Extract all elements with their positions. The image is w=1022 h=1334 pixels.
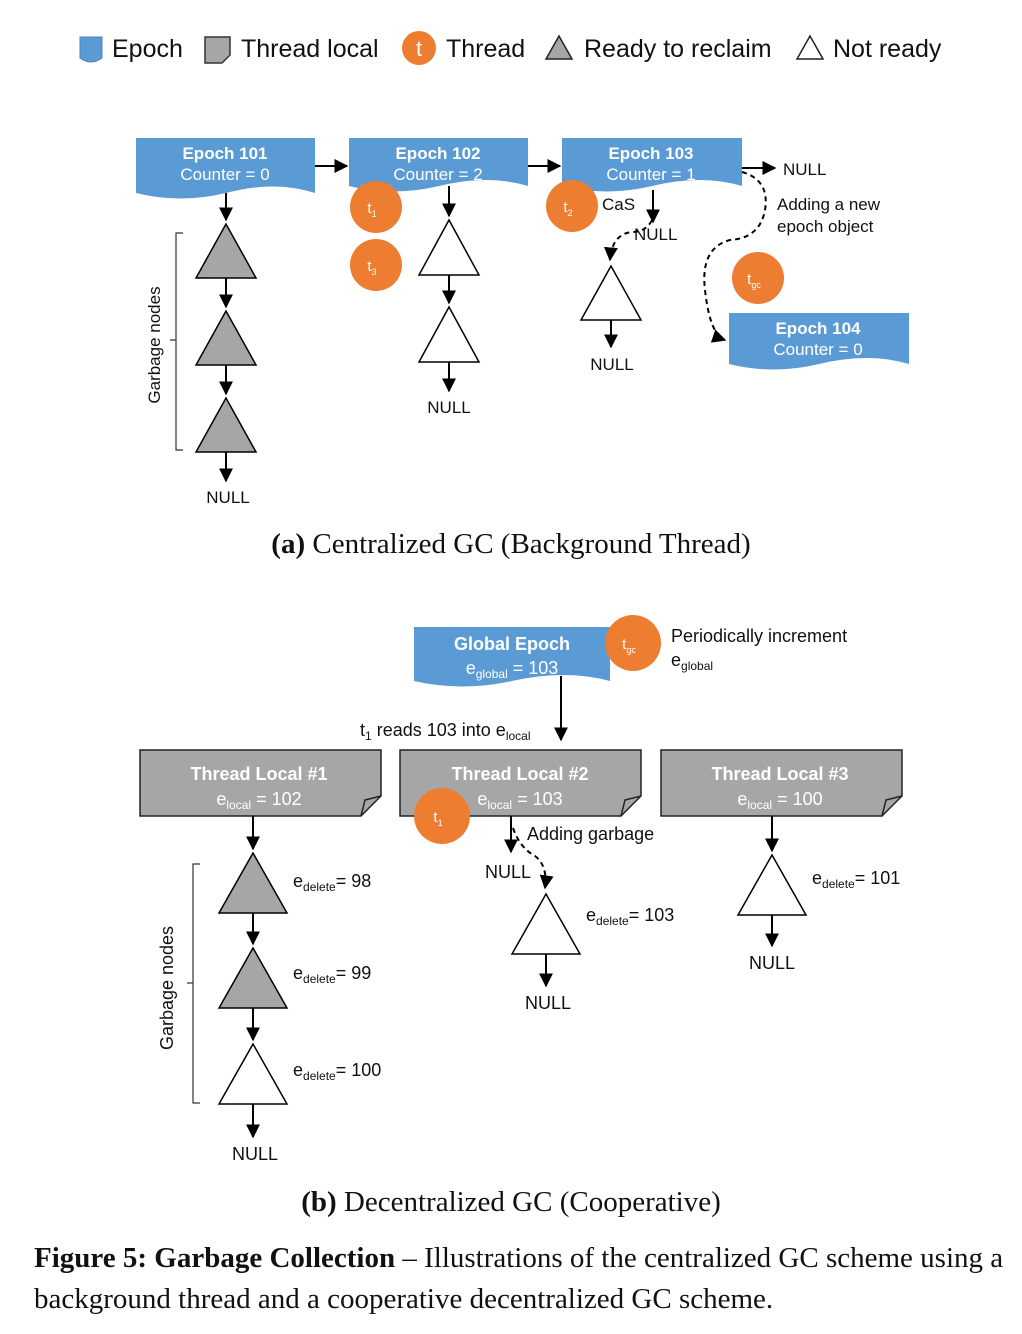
caption-a: (a) Centralized GC (Background Thread) — [271, 528, 751, 560]
svg-text:Counter = 0: Counter = 0 — [773, 340, 862, 359]
svg-text:tgc: tgc — [622, 636, 636, 655]
not-ready-node — [417, 305, 481, 363]
thread-t1: t1 — [350, 181, 402, 233]
epoch-102-null: NULL — [427, 398, 470, 417]
epoch-links — [315, 159, 777, 175]
garbage-node — [194, 396, 258, 453]
legend-not-ready-label: Not ready — [833, 35, 942, 63]
local-1-null: NULL — [232, 1144, 278, 1164]
svg-text:Thread Local #1: Thread Local #1 — [190, 764, 327, 784]
legend-thread-local-label: Thread local — [241, 35, 379, 63]
reads-label: t1 reads 103 into elocal — [360, 720, 531, 743]
edelete-101: edelete= 101 — [812, 868, 900, 891]
legend-thread-label: Thread — [446, 35, 525, 63]
legend-epoch-label: Epoch — [112, 35, 183, 63]
thread-t3: t3 — [350, 239, 402, 291]
legend-thread-icon — [402, 31, 436, 65]
svg-text:Global Epoch: Global Epoch — [454, 634, 570, 654]
not-ready-node — [736, 853, 808, 916]
panel-b: Global Epoch eglobal = 103 tgc Periodica… — [139, 615, 903, 1164]
svg-text:t1: t1 — [433, 809, 442, 828]
svg-text:tgc: tgc — [747, 271, 761, 290]
adding-epoch-label-2: epoch object — [777, 217, 874, 236]
caption-b: (b) Decentralized GC (Cooperative) — [301, 1186, 721, 1218]
legend-not-ready-icon — [795, 34, 825, 60]
svg-text:Epoch 101: Epoch 101 — [182, 144, 267, 163]
garbage-nodes-bracket-b — [187, 863, 200, 1104]
legend-thread-local-icon — [204, 36, 231, 64]
svg-text:t2: t2 — [563, 199, 572, 218]
legend-thread-symbol: t — [416, 36, 422, 61]
edelete-99: edelete= 99 — [293, 963, 371, 986]
epoch-103-old-null: NULL — [634, 225, 677, 244]
thread-local-1-chain — [217, 816, 289, 1139]
svg-text:t3: t3 — [367, 258, 376, 277]
svg-text:Counter = 0: Counter = 0 — [180, 165, 269, 184]
thread-t1-b: t1 — [414, 788, 470, 844]
epoch-102-chain — [417, 186, 481, 393]
svg-text:Epoch 103: Epoch 103 — [608, 144, 693, 163]
adding-epoch-label-1: Adding a new — [777, 195, 881, 214]
garbage-nodes-bracket — [170, 232, 183, 451]
periodic-label-2: eglobal — [671, 650, 713, 673]
adding-garbage-label: Adding garbage — [527, 824, 654, 844]
svg-text:Thread Local #3: Thread Local #3 — [711, 764, 848, 784]
epoch-101-null: NULL — [206, 488, 249, 507]
thread-t2: t2 — [546, 180, 598, 232]
edelete-98: edelete= 98 — [293, 871, 371, 894]
thread-tgc: tgc — [732, 252, 784, 304]
epoch-103-null: NULL — [590, 355, 633, 374]
epoch-104-box: Epoch 104 Counter = 0 — [729, 313, 909, 370]
garbage-nodes-label-b: Garbage nodes — [157, 926, 177, 1050]
local-2-null: NULL — [525, 993, 571, 1013]
legend-ready-label: Ready to reclaim — [584, 35, 772, 63]
figure-caption: Figure 5: Garbage Collection – Illustrat… — [34, 1242, 1004, 1315]
adding-garbage-dashed-arrow — [512, 827, 554, 890]
epoch-101-garbage-chain — [194, 193, 258, 483]
cas-label: CaS — [602, 195, 635, 214]
panel-a: Epoch 101 Counter = 0 Epoch 102 Counter … — [136, 138, 909, 507]
svg-text:elocal = 100: elocal = 100 — [737, 789, 822, 812]
garbage-node — [194, 222, 258, 279]
svg-text:Thread Local #2: Thread Local #2 — [451, 764, 588, 784]
svg-text:eglobal = 103: eglobal = 103 — [466, 658, 559, 681]
not-ready-node — [217, 1042, 289, 1105]
epoch-chain-null: NULL — [783, 160, 826, 179]
svg-text:Counter = 2: Counter = 2 — [393, 165, 482, 184]
global-epoch-box: Global Epoch eglobal = 103 — [414, 627, 610, 687]
garbage-node — [217, 946, 289, 1009]
garbage-nodes-label: Garbage nodes — [145, 286, 164, 403]
legend-epoch-icon — [79, 36, 103, 63]
edelete-100: edelete= 100 — [293, 1060, 381, 1083]
thread-local-1-box: Thread Local #1 elocal = 102 — [139, 749, 382, 817]
thread-local-3-box: Thread Local #3 elocal = 100 — [660, 749, 903, 817]
not-ready-node — [579, 264, 643, 321]
legend: Epoch Thread local t Thread Ready to rec… — [79, 31, 942, 65]
cas-dashed-arrow — [603, 211, 656, 262]
epoch-102-box: Epoch 102 Counter = 2 — [349, 138, 528, 192]
epoch-101-box: Epoch 101 Counter = 0 — [136, 138, 315, 199]
periodic-label-1: Periodically increment — [671, 626, 847, 646]
svg-text:elocal = 102: elocal = 102 — [216, 789, 301, 812]
not-ready-node — [417, 218, 481, 276]
adding-epoch-dashed-arrow — [703, 171, 767, 343]
not-ready-node — [510, 892, 582, 955]
svg-text:Epoch 102: Epoch 102 — [395, 144, 480, 163]
edelete-103: edelete= 103 — [586, 905, 674, 928]
svg-text:Counter = 1: Counter = 1 — [606, 165, 695, 184]
garbage-node — [217, 851, 289, 914]
legend-ready-icon — [544, 34, 574, 60]
svg-text:elocal = 103: elocal = 103 — [477, 789, 562, 812]
local-3-null: NULL — [749, 953, 795, 973]
garbage-node — [194, 309, 258, 366]
local-2-old-null: NULL — [485, 862, 531, 882]
epoch-103-box: Epoch 103 Counter = 1 — [562, 138, 742, 192]
thread-tgc-b: tgc — [605, 615, 661, 671]
svg-text:Epoch 104: Epoch 104 — [775, 319, 861, 338]
svg-text:t1: t1 — [367, 200, 376, 219]
